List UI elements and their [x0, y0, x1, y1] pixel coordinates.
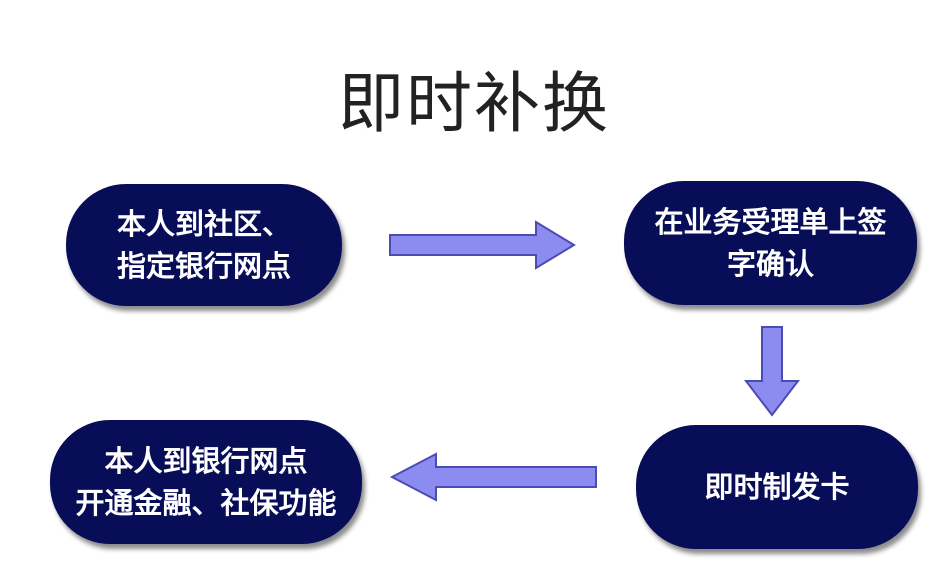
step-2-line-1: 在业务受理单上签	[654, 205, 887, 239]
diagram-title: 即时补换	[338, 65, 610, 142]
step-1-line-1: 本人到社区、	[116, 207, 291, 241]
step-box-activate-functions: 本人到银行网点 开通金融、社保功能	[50, 420, 362, 544]
step-box-go-to-community: 本人到社区、 指定银行网点	[66, 184, 342, 306]
arrow-down-icon	[743, 326, 801, 417]
arrow-left-icon	[389, 452, 597, 502]
step-box-sign-form: 在业务受理单上签 字确认	[624, 181, 917, 305]
step-2-line-2: 字确认	[726, 247, 814, 281]
step-box-issue-card: 即时制发卡	[636, 425, 918, 549]
arrow-right-icon	[389, 220, 576, 270]
step-1-line-2: 指定银行网点	[116, 249, 291, 283]
step-4-line-1: 本人到银行网点	[104, 444, 308, 478]
step-3-line-1: 即时制发卡	[704, 470, 850, 504]
step-4-line-2: 开通金融、社保功能	[75, 486, 337, 520]
